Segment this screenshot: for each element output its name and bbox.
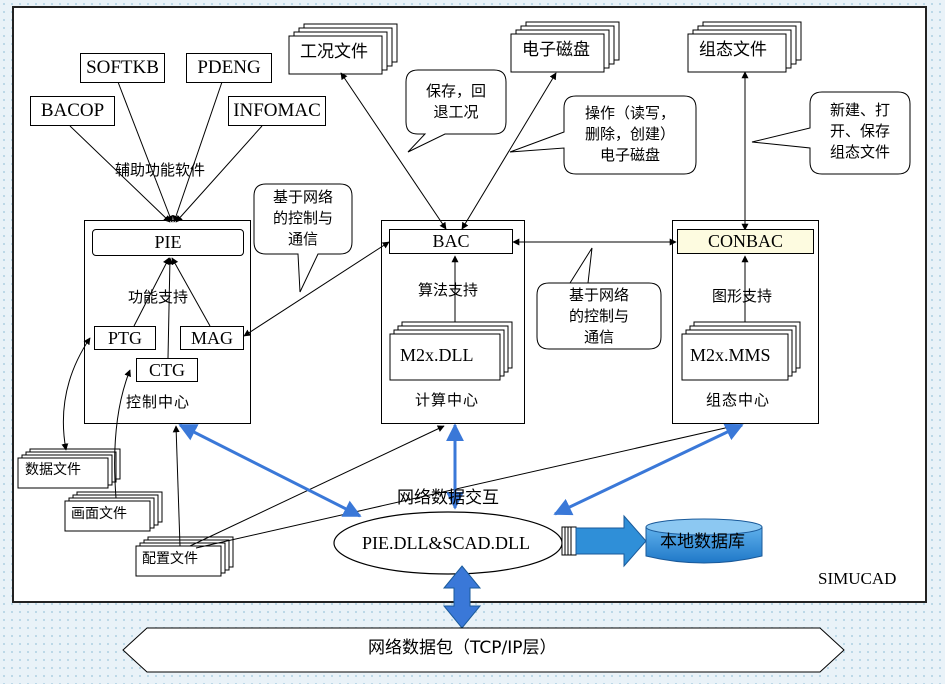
network-packet-banner	[122, 627, 845, 673]
config-center-label: 组态中心	[706, 391, 771, 409]
bacop-box: BACOP	[30, 96, 115, 126]
simucad-label: SIMUCAD	[818, 569, 897, 588]
condition-file-stack	[288, 23, 398, 75]
blue-connectors	[178, 423, 744, 518]
condition-file-label: 工况文件	[300, 42, 368, 62]
m2x-dll-stack	[389, 321, 513, 381]
graphic-support-label: 图形支持	[712, 287, 773, 305]
pie-box: PIE	[92, 229, 244, 256]
m2x-mms-stack	[681, 321, 801, 381]
e-disk-stack	[510, 21, 620, 73]
screen-file-stack	[64, 491, 163, 532]
callout-net-control-mid: 基于网络 的控制与 通信	[568, 286, 629, 346]
callout-net-control-left: 基于网络 的控制与 通信	[272, 188, 333, 248]
config-state-file-label: 组态文件	[699, 40, 767, 60]
data-file-label: 数据文件	[25, 462, 81, 478]
setup-file-stack	[135, 536, 234, 577]
infomac-box: INFOMAC	[228, 96, 326, 126]
softkb-box: SOFTKB	[80, 53, 165, 83]
aux-software-label: 辅助功能软件	[115, 161, 206, 179]
mag-box: MAG	[180, 326, 244, 350]
control-center-label: 控制中心	[126, 393, 191, 411]
config-center-box	[672, 220, 819, 424]
m2x-mms-label: M2x.MMS	[690, 345, 771, 365]
e-disk-label: 电子磁盘	[522, 40, 590, 60]
black-connectors	[61, 71, 749, 549]
screen-file-label: 画面文件	[71, 506, 127, 522]
local-db-label: 本地数据库	[660, 532, 745, 552]
conbac-box: CONBAC	[677, 229, 814, 254]
pdeng-box: PDENG	[186, 53, 272, 83]
function-support-label: 功能支持	[128, 288, 189, 306]
ptg-box: PTG	[94, 326, 156, 350]
bac-box: BAC	[389, 229, 513, 254]
m2x-dll-label: M2x.DLL	[400, 345, 474, 365]
network-packet-label: 网络数据包（TCP/IP层）	[368, 638, 557, 658]
algorithm-support-label: 算法支持	[418, 281, 479, 299]
config-state-file-stack	[687, 21, 802, 73]
hub-to-packet-arrow	[442, 565, 482, 629]
pie-dll-scad-label: PIE.DLL&SCAD.DLL	[362, 533, 530, 553]
control-center-box	[84, 220, 251, 424]
compute-center-label: 计算中心	[415, 391, 480, 409]
callout-save-rollback: 保存，回 退工况	[425, 82, 486, 121]
ctg-box: CTG	[136, 358, 198, 382]
network-exchange-label: 网络数据交互	[397, 488, 499, 508]
callout-edisk-ops: 操作（读写， 删除，创建） 电子磁盘	[584, 104, 675, 164]
local-db-cylinder	[645, 518, 763, 564]
setup-file-label: 配置文件	[142, 551, 198, 567]
hub-to-db-connector	[561, 514, 647, 568]
callout-new-open-save: 新建、打 开、保存 组态文件	[829, 101, 890, 161]
compute-center-box	[381, 220, 525, 424]
